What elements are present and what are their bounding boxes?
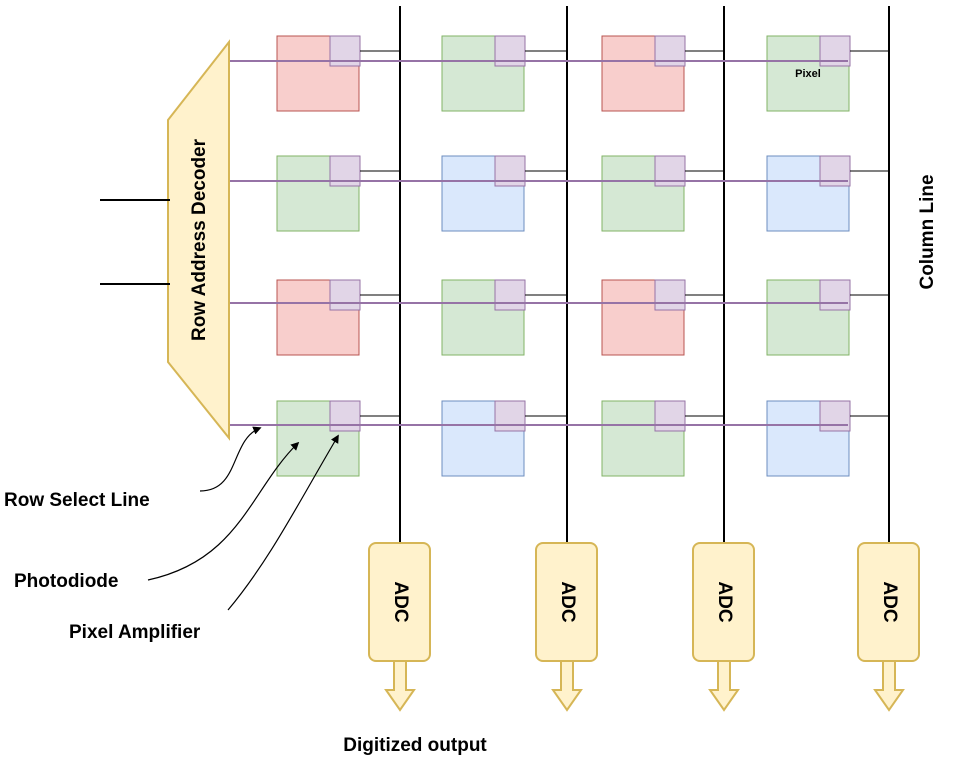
adc: ADC <box>368 542 431 712</box>
row-select-line-label: Row Select Line <box>4 490 150 511</box>
adc-label: ADC <box>879 581 900 622</box>
pixel-array <box>276 35 889 477</box>
pixel-amplifier <box>329 279 361 311</box>
digitized-output-label: Digitized output <box>343 735 487 756</box>
adc: ADC <box>535 542 598 712</box>
decoder-label: Row Address Decoder <box>189 138 210 341</box>
pixel-label: Pixel <box>795 68 821 80</box>
row-address-decoder <box>167 39 230 441</box>
adc-label: ADC <box>714 581 735 622</box>
adc-label: ADC <box>557 581 578 622</box>
pixel-amplifier <box>494 400 526 432</box>
column-line-label: Column Line <box>917 174 938 289</box>
row-select-arrow <box>199 426 262 492</box>
output-arrow-icon <box>384 660 416 712</box>
pixel-amplifier <box>654 279 686 311</box>
pixel-amplifier <box>494 279 526 311</box>
pixel-amplifier <box>329 400 361 432</box>
adc-units: ADC ADC ADC ADC <box>368 542 920 712</box>
output-arrow-icon <box>873 660 905 712</box>
row-select-lines <box>229 60 848 426</box>
pixel-amplifier <box>654 400 686 432</box>
output-arrow-icon <box>708 660 740 712</box>
adc-label: ADC <box>390 581 411 622</box>
pixel-amplifier <box>819 279 851 311</box>
pixel-amplifier <box>819 400 851 432</box>
pixel-amplifier-label: Pixel Amplifier <box>69 622 201 643</box>
adc: ADC <box>857 542 920 712</box>
column-lines <box>399 6 890 543</box>
photodiode-label: Photodiode <box>14 571 118 592</box>
output-arrow-icon <box>551 660 583 712</box>
pixel-amplifier-arrow <box>227 434 339 611</box>
adc: ADC <box>692 542 755 712</box>
photodiode-arrow <box>147 441 300 581</box>
photodiode <box>766 400 850 477</box>
